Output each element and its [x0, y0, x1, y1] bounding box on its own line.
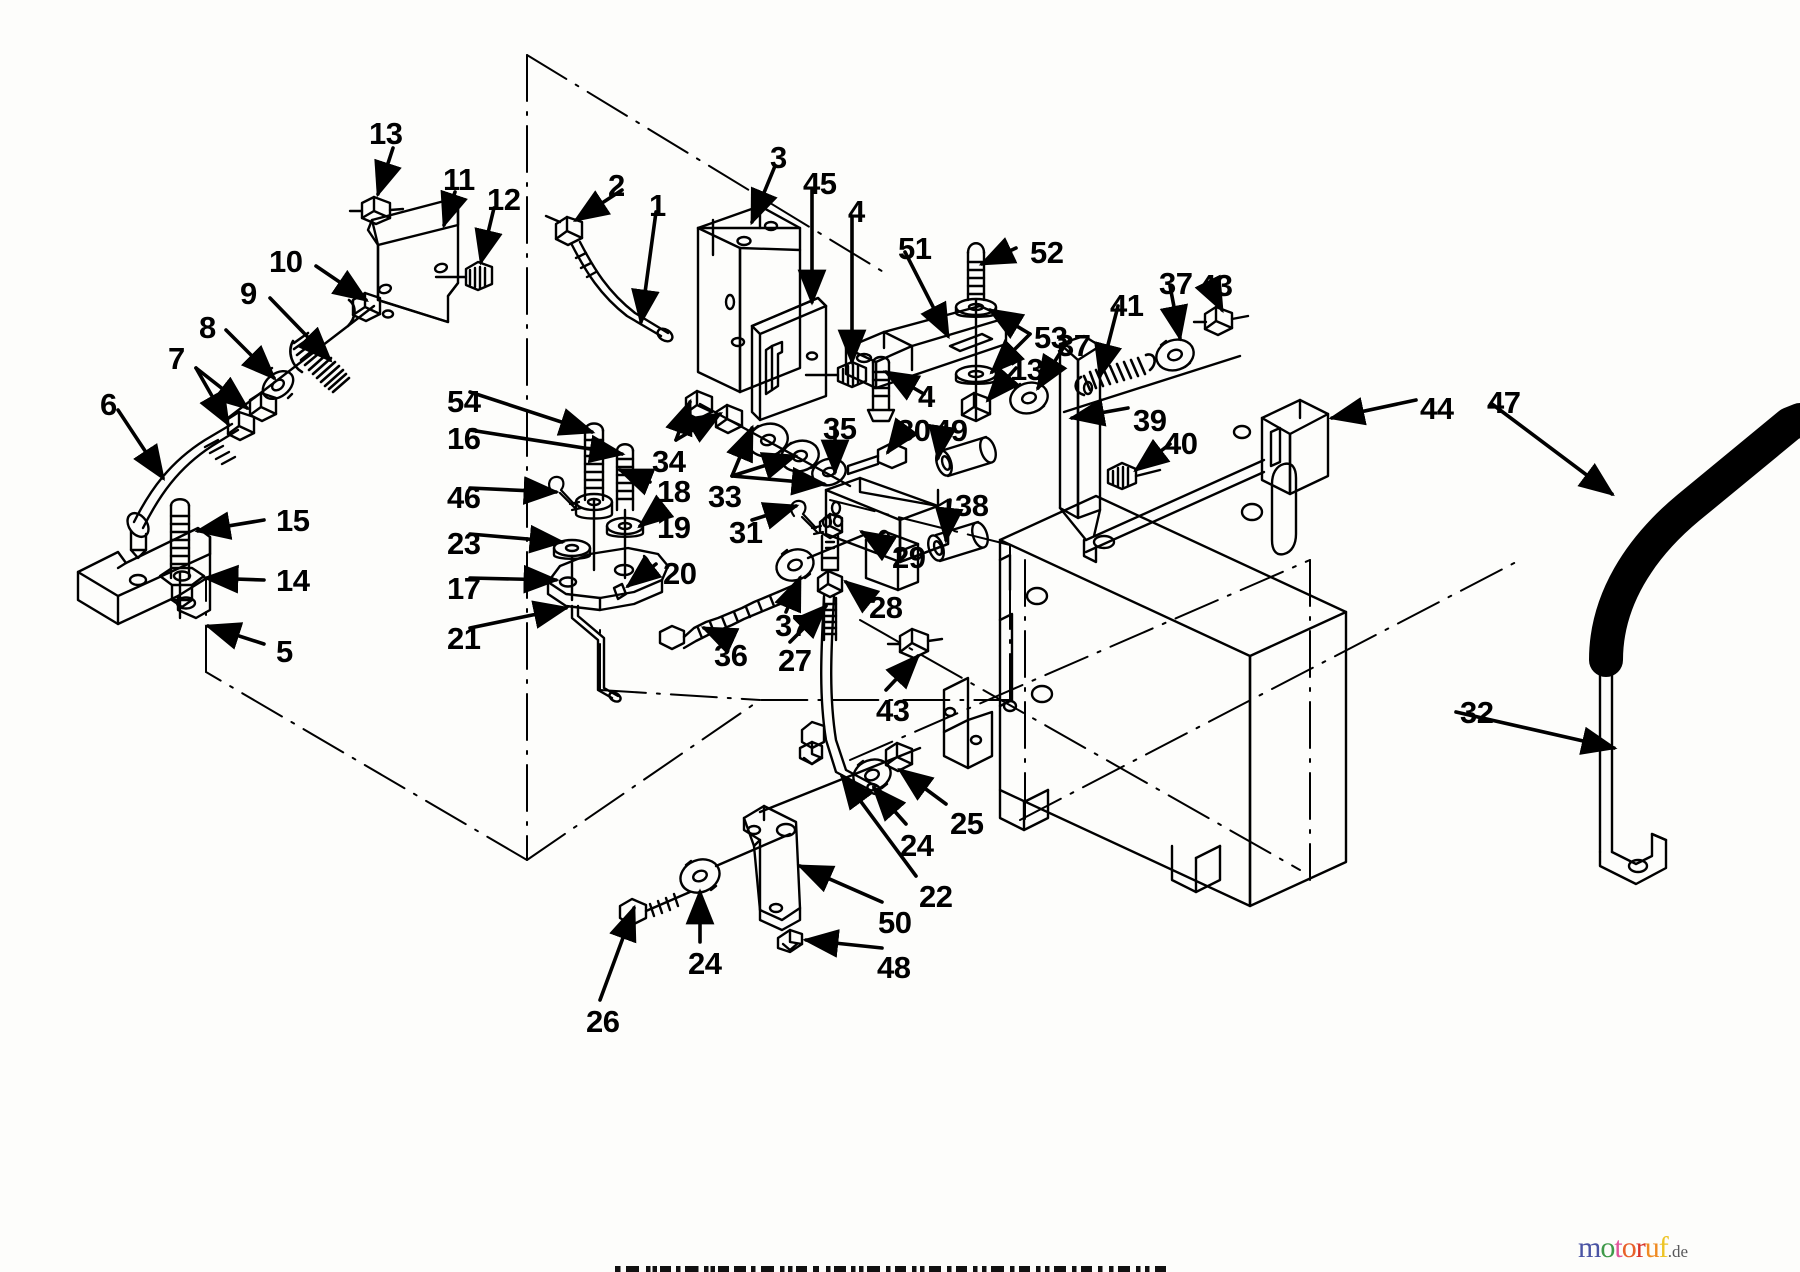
callout-47: 47 — [1487, 385, 1521, 420]
callout-36: 36 — [714, 638, 748, 673]
callout-37a: 37 — [1159, 266, 1193, 301]
callout-49: 49 — [934, 413, 968, 448]
callout-1: 1 — [649, 188, 666, 223]
callout-50: 50 — [878, 905, 912, 940]
callout-41: 41 — [1110, 288, 1144, 323]
callout-29: 29 — [892, 540, 926, 575]
watermark-letter-u: u — [1644, 1231, 1660, 1264]
callout-4a: 4 — [848, 194, 865, 229]
callout-39: 39 — [1133, 403, 1167, 438]
callout-19: 19 — [657, 510, 691, 545]
watermark-letter-m: m — [1578, 1231, 1601, 1264]
callout-13b: 13 — [1010, 352, 1044, 387]
watermark-letter-r: r — [1635, 1231, 1646, 1264]
callout-24b: 24 — [688, 946, 722, 981]
motoruf-watermark-logo: motoruf.de — [1578, 1231, 1688, 1265]
callout-31: 31 — [729, 515, 763, 550]
callout-15: 15 — [276, 503, 310, 538]
callout-7: 7 — [168, 341, 185, 376]
callout-54: 54 — [447, 384, 481, 419]
callout-27: 27 — [778, 643, 812, 678]
callout-48: 48 — [877, 950, 911, 985]
callout-11: 11 — [443, 162, 475, 197]
callout-12: 12 — [487, 182, 521, 217]
callout-18: 18 — [657, 474, 691, 509]
callout-23: 23 — [447, 526, 481, 561]
callout-21: 21 — [447, 621, 481, 656]
callout-25: 25 — [950, 806, 984, 841]
callout-10: 10 — [269, 244, 303, 279]
callout-30: 30 — [897, 413, 931, 448]
callout-2: 2 — [608, 168, 625, 203]
callout-3: 3 — [770, 140, 787, 175]
callout-53: 53 — [1034, 320, 1068, 355]
callout-4b: 4 — [918, 379, 935, 414]
callout-24a: 24 — [900, 828, 934, 863]
callout-37c: 37 — [775, 608, 809, 643]
callout-52: 52 — [1030, 235, 1064, 270]
callout-8: 8 — [199, 310, 216, 345]
callout-46: 46 — [447, 480, 481, 515]
callout-37b: 37 — [1057, 328, 1091, 363]
callout-5: 5 — [276, 634, 293, 669]
callout-14: 14 — [276, 563, 310, 598]
callout-28: 28 — [869, 590, 903, 625]
callout-45: 45 — [803, 166, 837, 201]
watermark-suffix-de: .de — [1667, 1242, 1688, 1261]
callout-33: 33 — [708, 479, 742, 514]
callout-34: 34 — [652, 444, 686, 479]
callout-9: 9 — [240, 276, 257, 311]
callout-38: 38 — [955, 488, 989, 523]
callout-51: 51 — [898, 231, 932, 266]
callout-20: 20 — [663, 556, 697, 591]
callout-35: 35 — [823, 411, 857, 446]
callout-22: 22 — [919, 879, 953, 914]
watermark-letter-t: t — [1614, 1231, 1622, 1264]
callout-6: 6 — [100, 387, 117, 422]
watermark-letter-o2: o — [1621, 1231, 1637, 1264]
callout-26: 26 — [586, 1004, 620, 1039]
callout-13: 13 — [369, 116, 403, 151]
callout-44: 44 — [1420, 391, 1454, 426]
callout-43b: 43 — [876, 693, 910, 728]
callout-40: 40 — [1164, 426, 1198, 461]
callout-43a: 43 — [1199, 268, 1233, 303]
callout-16: 16 — [447, 421, 481, 456]
callout-32: 32 — [1460, 695, 1494, 730]
watermark-letter-f: f — [1658, 1231, 1669, 1264]
cropped-bottom-text-row — [615, 1266, 1166, 1272]
watermark-letter-o1: o — [1600, 1231, 1615, 1264]
callout-17: 17 — [447, 571, 481, 606]
